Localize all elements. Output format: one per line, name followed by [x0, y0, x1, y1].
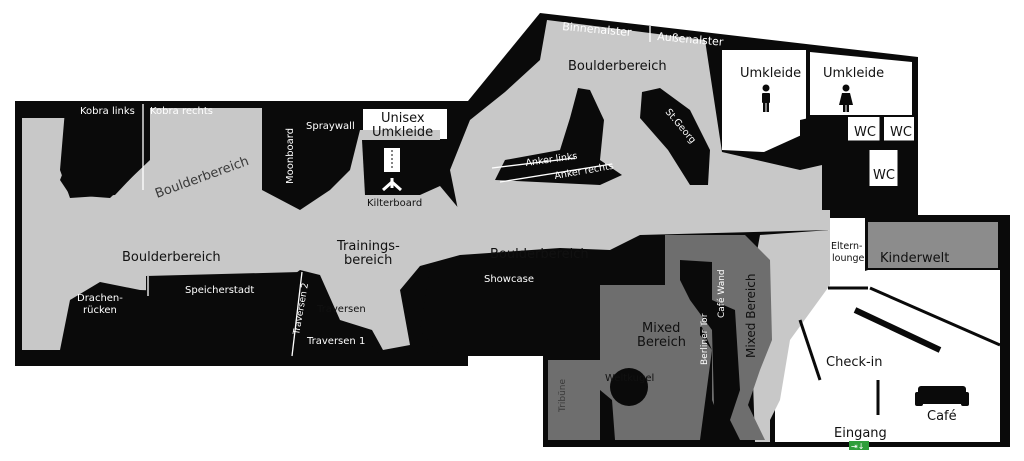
- label-eltern: Eltern-: [831, 241, 862, 252]
- label-kobra-links: Kobra links: [80, 106, 135, 117]
- label-mixed-bereich: Bereich: [637, 335, 686, 350]
- label-lounge: lounge: [832, 253, 865, 264]
- label-eingang: Eingang: [834, 426, 887, 441]
- room-elternlounge: [828, 218, 865, 284]
- label-umkleide-f: Umkleide: [823, 66, 884, 81]
- label-wc-2: WC: [890, 125, 912, 140]
- wall-showcase: [420, 268, 600, 356]
- label-boulder-top: Boulderbereich: [568, 59, 667, 74]
- label-trainings: Trainings-: [336, 239, 400, 254]
- label-bereich: bereich: [344, 253, 392, 268]
- label-wc-3: WC: [873, 168, 895, 183]
- label-checkin: Check-in: [826, 355, 883, 370]
- checkin-desk: [853, 307, 942, 353]
- sofa-icon: [915, 386, 969, 406]
- label-spraywall: Spraywall: [306, 121, 355, 132]
- label-kinderwelt: Kinderwelt: [880, 251, 949, 266]
- room-wc-3: [869, 150, 899, 186]
- label-kobra-rechts: Kobra rechts: [150, 106, 213, 117]
- label-traversen: Traversen: [316, 304, 366, 315]
- label-traversen-1: Traversen 1: [306, 336, 365, 347]
- kinderwelt-area: [868, 222, 998, 268]
- label-unisex: Unisex: [381, 111, 425, 126]
- label-berliner-tor: Berliner Tor: [700, 313, 710, 365]
- kilterboard-icon: [382, 148, 402, 192]
- tribune: [548, 360, 600, 440]
- room-lines: [798, 117, 1001, 415]
- female-icon: [839, 84, 853, 112]
- sep-anker-2: [499, 163, 613, 183]
- label-mixed-bereich-vertical: Mixed Bereich: [744, 274, 758, 358]
- checkin-wall-2: [798, 319, 822, 381]
- label-boulder-mid-left: Boulderbereich: [122, 250, 221, 265]
- label-weltkugel: Weltkugel: [605, 373, 654, 384]
- wall-kilterboard: [362, 140, 440, 195]
- mixed-area: [548, 222, 998, 440]
- svg-text:⇥↓: ⇥↓: [851, 442, 864, 451]
- weltkugel-wall: [610, 368, 648, 406]
- checkin-wall-1: [869, 286, 1001, 347]
- sep-anker-1: [491, 157, 576, 169]
- male-icon: [762, 84, 770, 112]
- room-wc-1: [848, 117, 881, 142]
- wall-umkleide-corner: [800, 115, 822, 140]
- sep-traversen: [291, 271, 303, 357]
- inner-walls: [60, 88, 822, 356]
- label-mixed: Mixed: [642, 321, 680, 336]
- label-showcase: Showcase: [484, 274, 534, 285]
- room-wc-2: [884, 117, 914, 142]
- label-cafe: Café: [927, 409, 957, 424]
- label-kilterboard: Kilterboard: [367, 198, 422, 209]
- floor-main-corridor: [22, 108, 830, 350]
- floor-separators: [142, 26, 651, 357]
- label-aussenalster: Außenalster: [657, 30, 725, 49]
- label-moonboard: Moonboard: [285, 128, 296, 184]
- wall-speicherstadt: [146, 272, 300, 298]
- cafe-wand: [680, 260, 740, 440]
- label-drachen: Drachen-: [77, 293, 123, 304]
- label-wc-1: WC: [854, 125, 876, 140]
- wall-kobra: [60, 110, 150, 198]
- label-umkleide-m: Umkleide: [740, 66, 801, 81]
- label-speicherstadt: Speicherstadt: [185, 285, 254, 296]
- label-boulder-mid-right: Boulderbereich: [490, 247, 589, 262]
- room-umkleide-f: [810, 52, 912, 115]
- label-ruecken: rücken: [83, 305, 117, 316]
- wall-moonboard: [272, 108, 282, 185]
- label-binnenalster: Binnenalster: [562, 20, 633, 39]
- label-cafe-wand: Café Wand: [716, 269, 727, 318]
- wall-anker: [495, 88, 622, 185]
- label-tribune: Tribüne: [558, 379, 568, 413]
- exit-sign-icon: ⇥↓: [849, 441, 869, 451]
- label-unisex-umkleide: Umkleide: [372, 125, 433, 140]
- labels: Binnenalster Außenalster Boulderbereich …: [77, 20, 957, 441]
- wall-st-georg: [640, 88, 710, 185]
